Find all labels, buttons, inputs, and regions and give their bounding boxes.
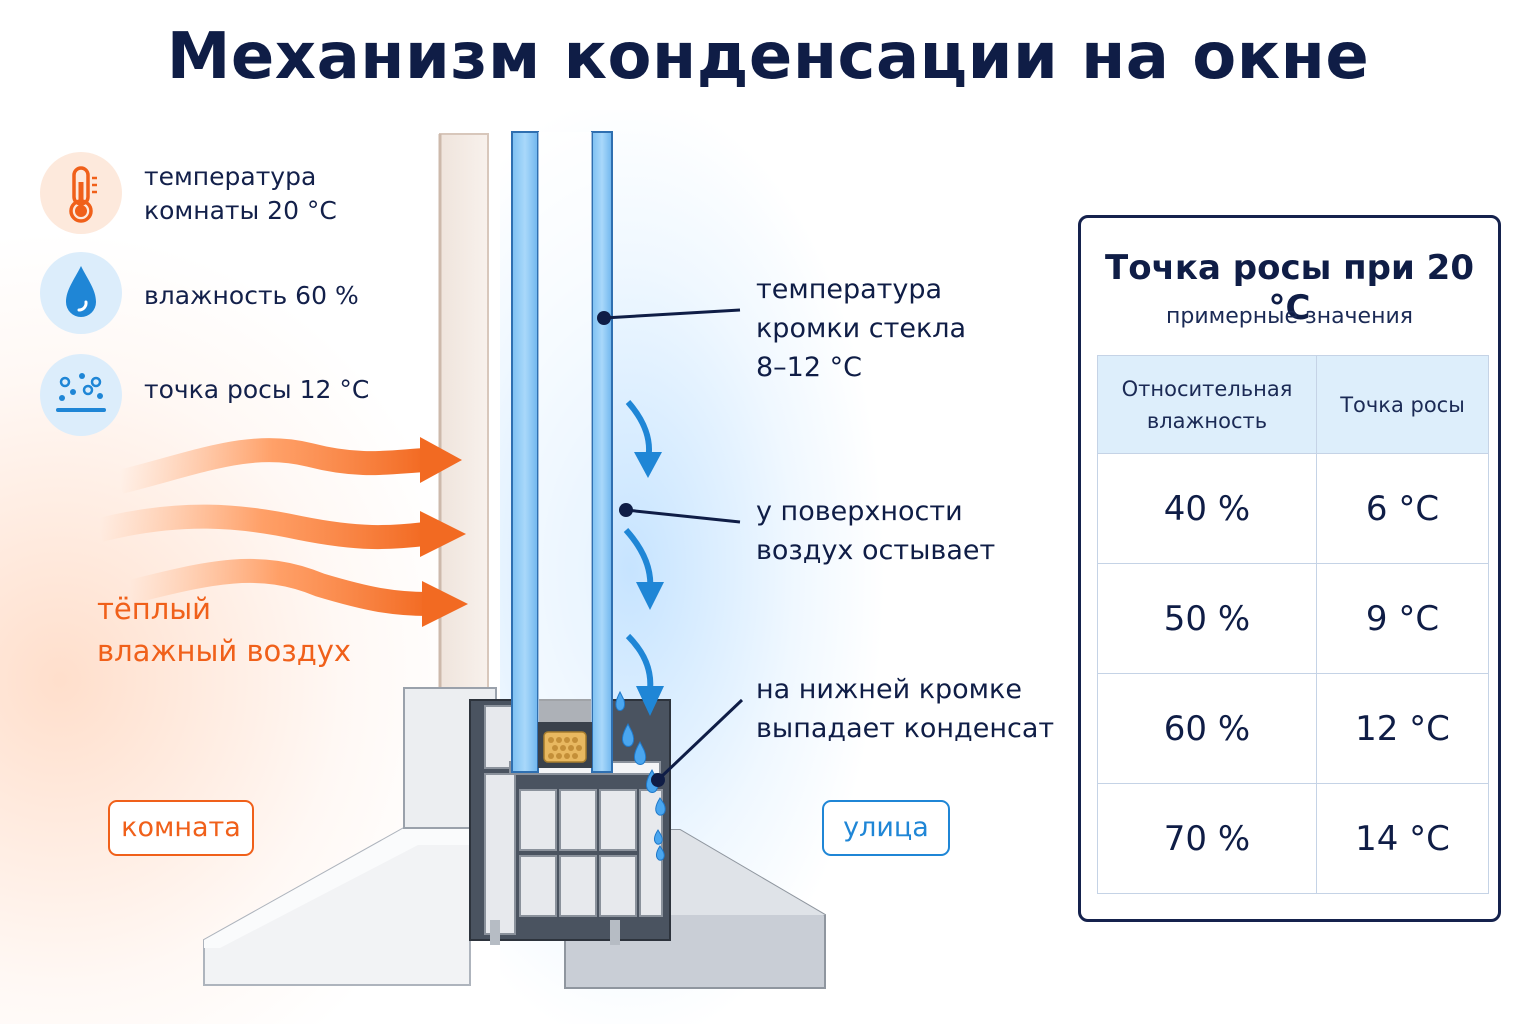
cell-humidity: 40 %	[1097, 453, 1317, 564]
cell-dew-point: 14 °C	[1316, 783, 1489, 894]
cell-humidity: 50 %	[1097, 563, 1317, 674]
header-relative-humidity: Относительная влажность	[1097, 355, 1317, 454]
water-drop-icon	[40, 252, 122, 334]
cell-humidity: 60 %	[1097, 673, 1317, 784]
dew-point-table: Относительная влажность Точка росы 40 % …	[1097, 355, 1489, 894]
label-glass-edge-temperature: температура кромки стекла 8–12 °C	[756, 270, 966, 387]
dew-point-card-subtitle: примерные значения	[1165, 304, 1414, 329]
tag-street: улица	[822, 800, 950, 856]
page-title: Механизм конденсации на окне	[166, 20, 1370, 94]
header-dew-point: Точка росы	[1316, 355, 1489, 454]
cell-dew-point: 6 °C	[1316, 453, 1489, 564]
condensate-droplets	[615, 690, 666, 861]
double-glazing	[511, 131, 613, 773]
label-glass-edge-temperature-line1: температура	[756, 274, 943, 305]
table-row: 70 % 14 °C	[1097, 783, 1489, 894]
table-header-row: Относительная влажность Точка росы	[1097, 355, 1489, 454]
leader-lines	[597, 308, 744, 787]
legend-dew-point: точка росы 12 °C	[144, 375, 370, 404]
label-condensate-line2: выпадает конденсат	[756, 713, 1055, 744]
table-row: 40 % 6 °C	[1097, 453, 1489, 564]
legend-humidity: влажность 60 %	[144, 281, 359, 310]
label-glass-edge-temperature-line3: 8–12 °C	[756, 352, 862, 383]
cell-humidity: 70 %	[1097, 783, 1317, 894]
label-glass-edge-temperature-line2: кромки стекла	[756, 313, 967, 344]
label-warm-humid-air-line1: тёплый	[97, 592, 211, 626]
cell-dew-point: 9 °C	[1316, 563, 1489, 674]
header-relative-humidity-line2: влажность	[1146, 408, 1268, 433]
table-row: 50 % 9 °C	[1097, 563, 1489, 674]
label-condensate-line1: на нижней кромке	[756, 674, 1022, 705]
dew-point-card-title: Точка росы при 20 °C	[1105, 248, 1474, 328]
label-warm-humid-air: тёплый влажный воздух	[97, 588, 351, 672]
window-cross-section	[97, 131, 826, 989]
warm-air-arrows	[97, 437, 468, 627]
label-air-cools-line1: у поверхности	[756, 496, 963, 527]
tag-room: комната	[108, 800, 254, 856]
label-condensate: на нижней кромке выпадает конденсат	[756, 670, 1054, 748]
legend-room-temperature: температура комнаты 20 °C	[144, 160, 337, 228]
cell-dew-point: 12 °C	[1316, 673, 1489, 784]
dew-droplets-icon	[40, 354, 122, 436]
label-air-cools: у поверхности воздух остывает	[756, 492, 995, 570]
header-relative-humidity-line1: Относительная	[1121, 376, 1293, 401]
label-air-cools-line2: воздух остывает	[756, 535, 996, 566]
dew-point-card: Точка росы при 20 °C примерные значения …	[1078, 215, 1501, 922]
label-warm-humid-air-line2: влажный воздух	[97, 634, 352, 668]
thermometer-icon	[40, 152, 122, 234]
table-row: 60 % 12 °C	[1097, 673, 1489, 784]
legend-room-temperature-line1: температура	[144, 162, 317, 191]
cold-air-arrows	[623, 400, 664, 716]
legend-room-temperature-line2: комнаты 20 °C	[144, 196, 337, 225]
